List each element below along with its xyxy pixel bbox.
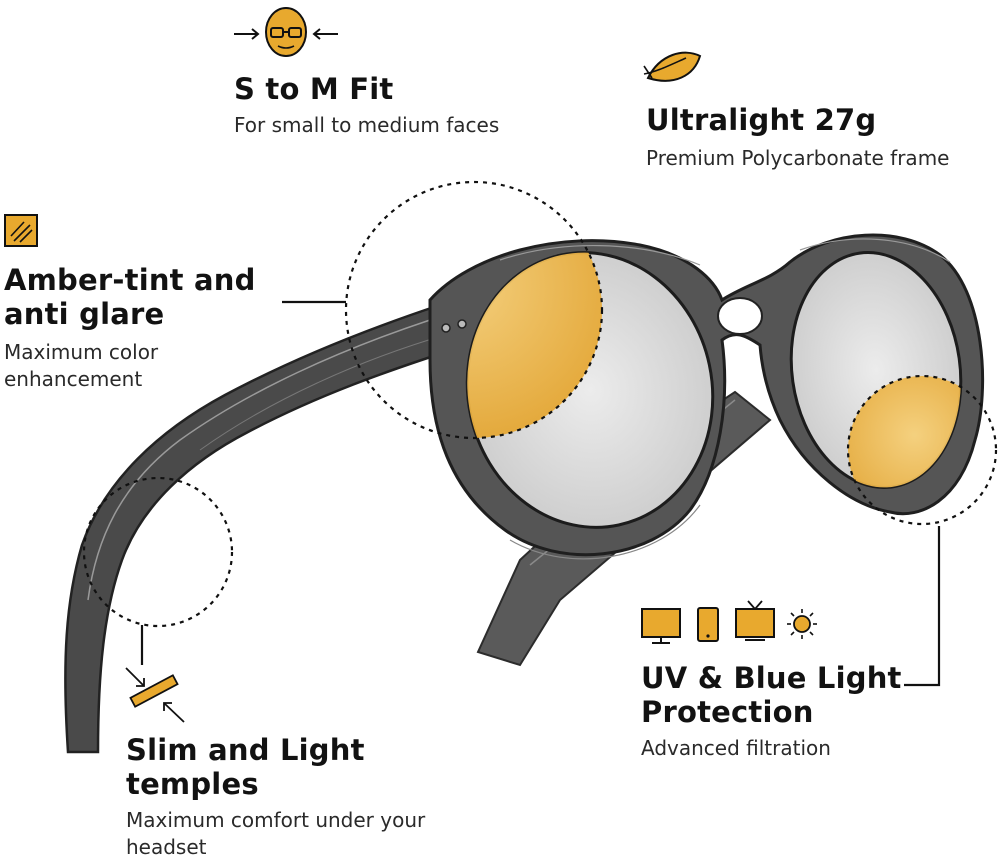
temple-callout-circle bbox=[82, 476, 234, 628]
feature-fit-description: For small to medium faces bbox=[234, 113, 500, 137]
feature-uv-description: Advanced filtration bbox=[641, 736, 831, 760]
feature-tint: Amber-tint and anti glare Maximum color … bbox=[4, 263, 294, 393]
feather-icon bbox=[643, 51, 702, 82]
feature-fit-title: S to M Fit bbox=[234, 72, 394, 106]
callout-lines bbox=[82, 180, 998, 687]
face-fit-icon bbox=[234, 7, 338, 57]
feature-temples: Slim and Light temples Maximum comfort u… bbox=[126, 733, 466, 861]
feature-uv: UV & Blue Light Protection Advanced filt… bbox=[641, 661, 991, 762]
sun-icon bbox=[787, 609, 817, 639]
feature-tint-description: Maximum color enhancement bbox=[4, 340, 159, 391]
uv-callout-circle bbox=[846, 374, 998, 526]
feature-weight: Ultralight 27g Premium Polycarbonate fra… bbox=[646, 103, 986, 172]
feature-weight-title: Ultralight 27g bbox=[646, 103, 877, 137]
feature-tint-title: Amber-tint and anti glare bbox=[4, 263, 256, 331]
glasses-frame bbox=[428, 229, 985, 560]
feature-uv-title: UV & Blue Light Protection bbox=[641, 661, 902, 729]
feature-weight-description: Premium Polycarbonate frame bbox=[646, 146, 950, 170]
phone-icon bbox=[697, 607, 719, 642]
tv-icon bbox=[735, 600, 775, 641]
feature-temples-title: Slim and Light temples bbox=[126, 733, 365, 801]
feature-fit: S to M Fit For small to medium faces bbox=[234, 72, 554, 139]
feature-temples-description: Maximum comfort under your headset bbox=[126, 808, 426, 859]
amber-tint-callout-circle bbox=[344, 180, 604, 440]
uv-leader-line bbox=[904, 526, 941, 687]
slim-temple-icon bbox=[125, 667, 185, 723]
near-temple-arm bbox=[64, 303, 454, 754]
amber-lens-icon bbox=[4, 214, 38, 247]
monitor-icon bbox=[641, 608, 681, 644]
